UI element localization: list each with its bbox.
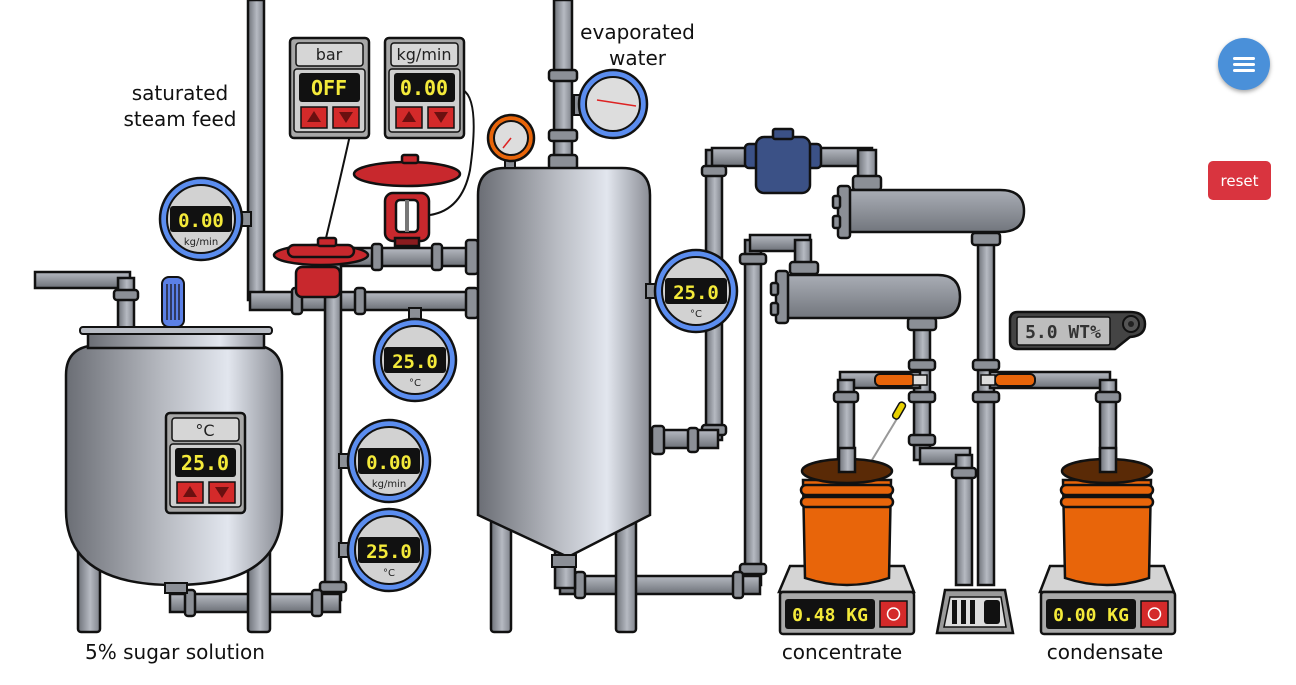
evaporated-water-label-line2: water (609, 46, 666, 70)
refractometer: 5.0 WT% (1008, 310, 1147, 351)
pressure-display: OFF (311, 76, 347, 100)
feed-temp-gauge-value: 25.0 (366, 541, 412, 563)
arrow-down-icon (215, 487, 229, 498)
feed-tank-label: 5% sugar solution (85, 640, 265, 664)
arrow-up-icon (183, 486, 197, 497)
feed-flow-gauge-unit: kg/min (372, 479, 406, 490)
evaporator-temp-gauge-unit: °C (690, 309, 702, 320)
steam-feed-label-line2: steam feed (123, 107, 237, 131)
arrow-down-icon (434, 112, 448, 123)
steam-temp-gauge-unit: °C (409, 378, 421, 389)
concentrate-bucket (777, 446, 916, 594)
feed-tank-temp-controller: °C 25.0 (164, 411, 247, 515)
concentrate-label: concentrate (781, 640, 903, 664)
menu-button[interactable] (1218, 38, 1270, 90)
tare-icon (886, 607, 901, 621)
concentrate-drain-valve[interactable] (874, 373, 928, 387)
steam-flow-display: 0.00 (400, 76, 448, 100)
signal-wire (325, 134, 351, 239)
steam-trap-icon (743, 127, 823, 195)
arrow-down-icon (339, 112, 353, 123)
pressure-gauge-vapor (573, 68, 649, 140)
steam-feed-label: saturated steam feed (100, 80, 260, 132)
feed-temp-display: 25.0 (181, 451, 229, 475)
pressure-unit-label: bar (316, 45, 343, 64)
condensate-drain-valve[interactable] (980, 373, 1036, 387)
steam-temp-gauge-value: 25.0 (392, 351, 438, 373)
condensate-tare-button[interactable] (1140, 600, 1169, 628)
feed-temp-gauge: 25.0 °C (338, 507, 432, 593)
steam-temp-gauge: 25.0 °C (372, 307, 458, 403)
steam-flow-control-valve[interactable] (352, 153, 462, 248)
condenser-upper (831, 184, 1026, 240)
feed-temp-gauge-unit: °C (383, 568, 395, 579)
steam-flow-down-button[interactable] (427, 106, 455, 129)
dropper-icon[interactable] (871, 401, 907, 461)
concentrate-scale: 0.48 KG (778, 590, 916, 636)
floor-drain-icon (935, 588, 1015, 635)
evaporated-water-label: evaporated water (570, 19, 705, 71)
tare-icon (1147, 607, 1162, 621)
condensate-scale: 0.00 KG (1039, 590, 1177, 636)
condensate-bucket (1038, 446, 1176, 594)
steam-flow-unit-label: kg/min (397, 45, 452, 64)
feed-temp-up-button[interactable] (176, 481, 204, 504)
feed-flow-gauge-value: 0.00 (366, 452, 412, 474)
hamburger-icon (1233, 54, 1255, 75)
condensate-label: condensate (1046, 640, 1164, 664)
reset-button[interactable]: reset (1208, 161, 1271, 200)
arrow-up-icon (307, 111, 321, 122)
signal-wire (429, 89, 475, 216)
feed-temp-down-button[interactable] (208, 481, 236, 504)
feed-temp-unit-label: °C (195, 421, 214, 440)
evaporator-vessel (476, 166, 652, 634)
feed-flow-gauge: 0.00 kg/min (338, 418, 432, 504)
concentrate-tare-button[interactable] (879, 600, 908, 628)
steam-flow-up-button[interactable] (395, 106, 423, 129)
steam-flow-controller: kg/min 0.00 (383, 36, 466, 140)
pressure-down-button[interactable] (332, 106, 360, 129)
evaporator-temp-gauge-value: 25.0 (673, 282, 719, 304)
concentrate-weight-display: 0.48 KG (792, 605, 868, 626)
condensate-weight-display: 0.00 KG (1053, 605, 1129, 626)
pressure-up-button[interactable] (300, 106, 328, 129)
pressure-control-valve[interactable] (272, 236, 370, 299)
pressure-controller: bar OFF (288, 36, 371, 140)
steam-flow-gauge: 0.00 kg/min (158, 176, 252, 262)
arrow-up-icon (402, 111, 416, 122)
refractometer-display: 5.0 WT% (1025, 322, 1101, 343)
mixer-motor-icon (161, 276, 185, 328)
steam-flow-gauge-value: 0.00 (178, 210, 224, 232)
pressure-gauge-evaporator (486, 113, 536, 169)
evaporated-water-label-line1: evaporated (580, 20, 695, 44)
evaporator-temp-gauge: 25.0 °C (645, 248, 739, 334)
steam-flow-gauge-unit: kg/min (184, 237, 218, 248)
steam-feed-label-line1: saturated (131, 81, 229, 105)
condenser-lower (769, 269, 962, 325)
